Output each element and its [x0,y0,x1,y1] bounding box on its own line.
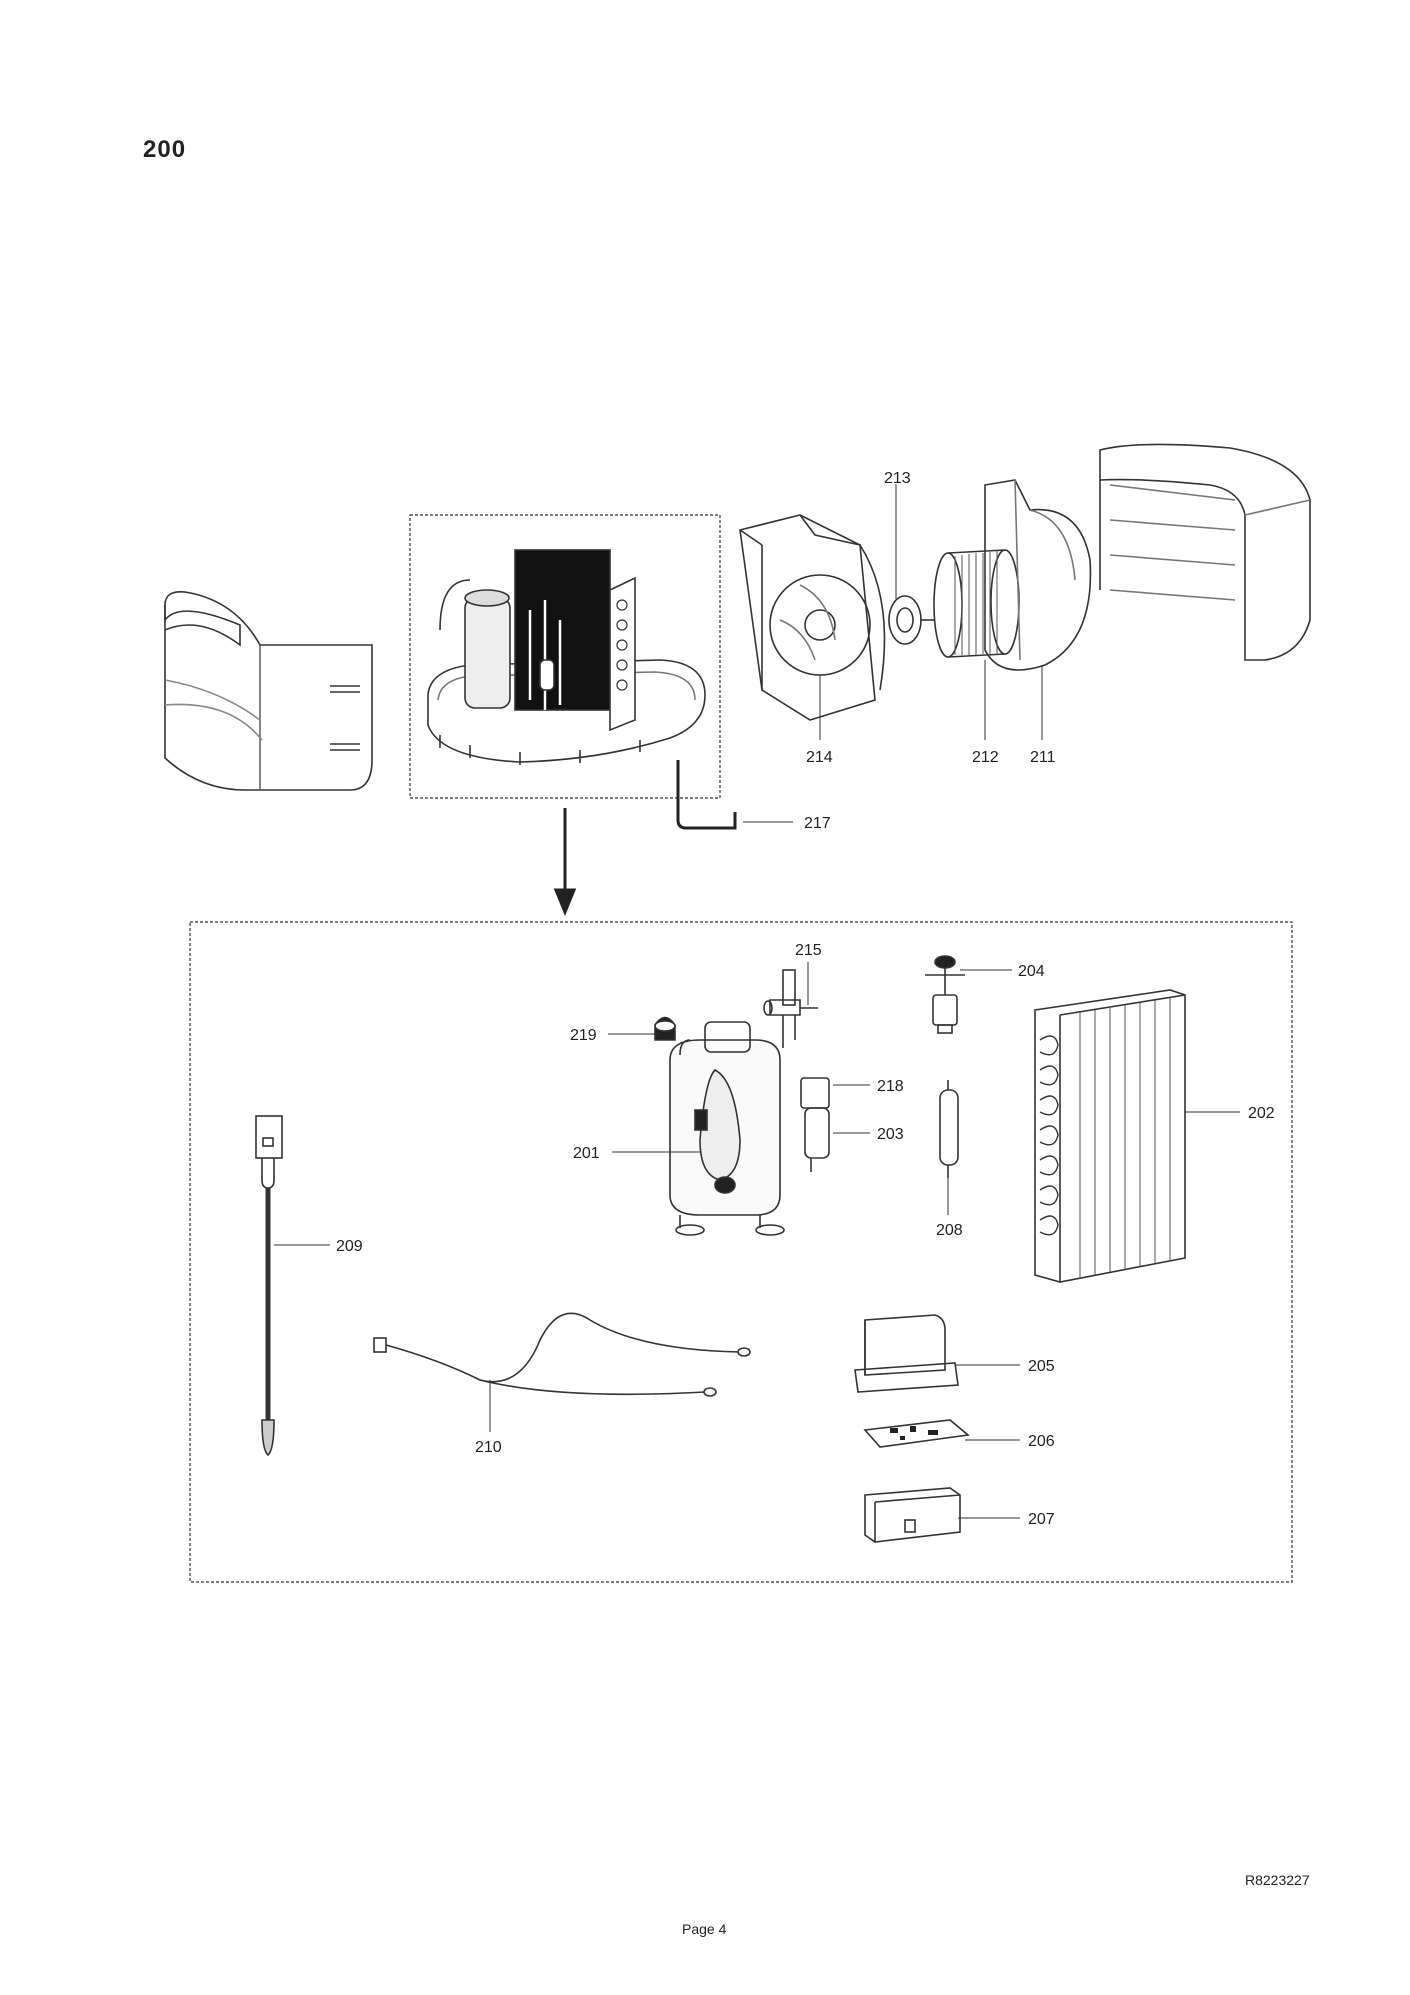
callout-201: 201 [573,1145,600,1162]
sensor-cable [373,1312,751,1397]
front-cover [164,590,373,791]
callout-203: 203 [877,1126,904,1143]
assembly-arrow [553,808,577,916]
callout-207: 207 [1028,1511,1055,1528]
components-frame [189,921,1293,1583]
fan-motor [888,595,935,645]
callout-206: 206 [1028,1433,1055,1450]
callout-214: 214 [806,749,833,766]
rear-cover [1099,443,1311,661]
page-number: Page 4 [682,1921,727,1937]
base-assembly [427,549,706,765]
callout-217: 217 [804,815,831,832]
callout-211: 211 [1030,749,1056,766]
section-title: 200 [143,136,187,163]
temperature-sensor-probe [255,1115,283,1457]
callout-219: 219 [570,1027,597,1044]
callout-215: 215 [795,942,822,959]
control-pcb [863,1419,970,1448]
service-valve [763,969,818,1048]
base-assembly-frame [409,514,721,799]
overload-protector [654,1016,676,1041]
blower-housing [984,479,1092,671]
callout-205: 205 [1028,1358,1055,1375]
callout-209: 209 [336,1238,363,1255]
drain-pipe [676,760,737,830]
start-capacitor [800,1077,830,1109]
callout-210: 210 [475,1439,502,1456]
filter-drier [939,1080,959,1178]
run-capacitor [804,1107,830,1172]
fan-shroud [739,514,886,721]
callout-204: 204 [1018,963,1045,980]
expansion-valve [925,955,965,1034]
condenser-coil [1034,989,1186,1283]
control-box-base [864,1487,961,1543]
blower-wheel [933,549,1020,658]
callout-218: 218 [877,1078,904,1095]
callout-202: 202 [1248,1105,1275,1122]
control-box-cover [854,1314,959,1393]
callout-212: 212 [972,749,999,766]
callout-208: 208 [936,1222,963,1239]
compressor [669,1021,785,1236]
callout-213: 213 [884,470,911,487]
document-id: R8223227 [1245,1872,1310,1888]
